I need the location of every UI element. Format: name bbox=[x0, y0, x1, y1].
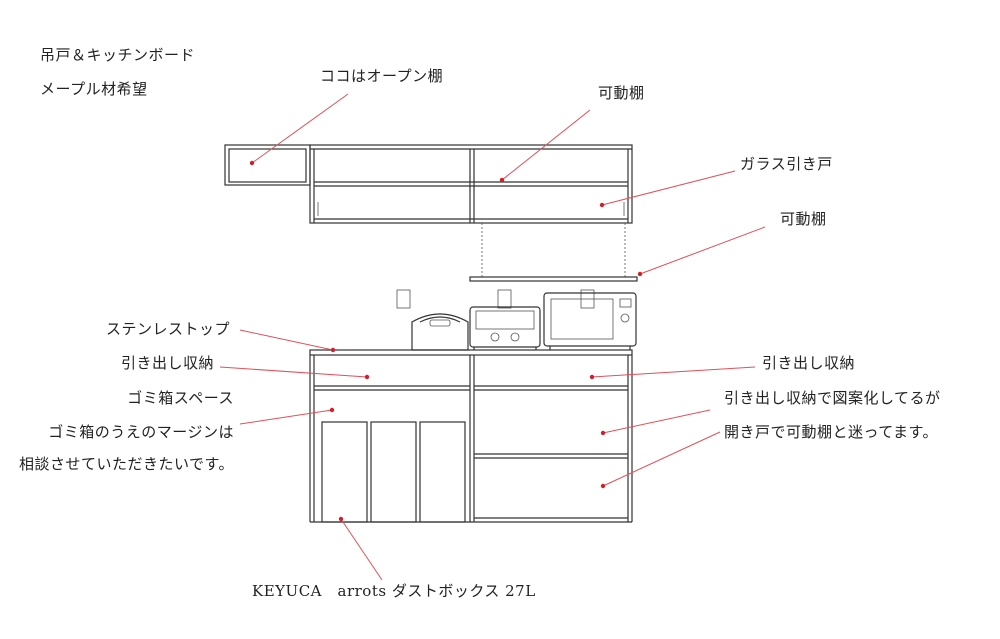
label-movable-shelf-mid: 可動棚 bbox=[780, 210, 827, 228]
label-drawer-right: 引き出し収納 bbox=[762, 354, 856, 372]
rice-cooker bbox=[411, 313, 469, 351]
label-trash-margin-2: 相談させていただきたいです。 bbox=[18, 455, 234, 473]
label-drawer-left: 引き出し収納 bbox=[120, 354, 214, 372]
leader-lines bbox=[219, 93, 766, 581]
marker-dots bbox=[249, 160, 643, 522]
label-trash-margin-1: ゴミ箱のうえのマージンは bbox=[48, 423, 234, 441]
label-dustbox: KEYUCA arrots ダストボックス 27L bbox=[252, 582, 536, 600]
upper-cabinet bbox=[224, 144, 633, 224]
microwave bbox=[543, 292, 637, 350]
label-movable-shelf-top: 可動棚 bbox=[598, 84, 645, 102]
label-stainless-top: ステンレストップ bbox=[105, 320, 230, 338]
label-trash-space: ゴミ箱スペース bbox=[127, 389, 234, 407]
toaster-oven bbox=[469, 306, 541, 350]
label-open-shelf: ココはオープン棚 bbox=[320, 67, 444, 85]
title-line-2: メープル材希望 bbox=[40, 80, 148, 98]
label-note-1: 引き出し収納で図案化してるが bbox=[724, 389, 941, 407]
title-line-1: 吊戸＆キッチンボード bbox=[40, 46, 196, 64]
label-note-2: 開き戸で可動棚と迷ってます。 bbox=[724, 423, 939, 441]
trash-bins bbox=[321, 421, 466, 523]
lower-cabinet bbox=[309, 349, 633, 523]
hanging-shelf bbox=[469, 223, 638, 282]
label-glass-door: ガラス引き戸 bbox=[740, 155, 833, 173]
